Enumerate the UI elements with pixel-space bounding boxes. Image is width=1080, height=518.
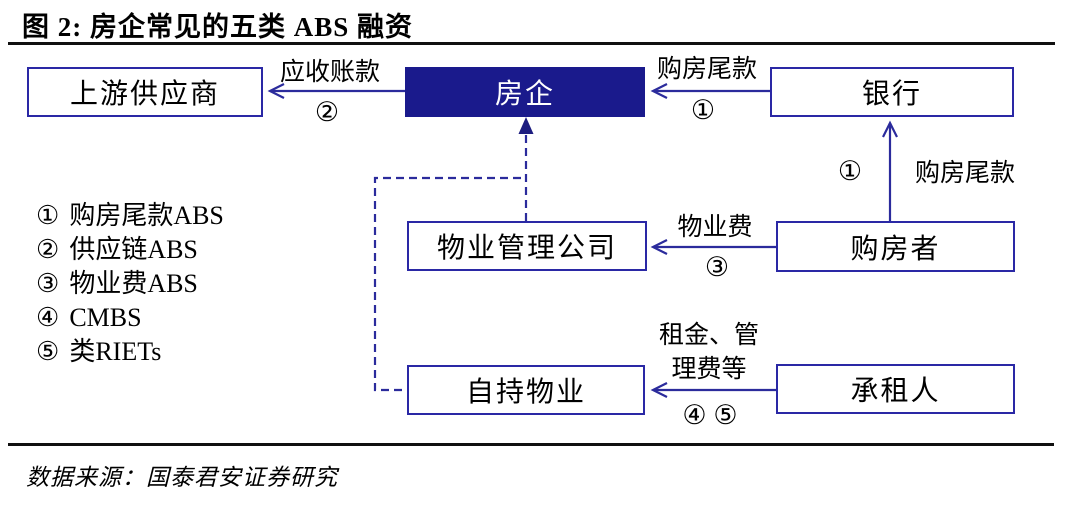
- legend-item-label: 购房尾款ABS: [69, 201, 224, 230]
- arrowhead-homebuyer-to-bank: [882, 120, 898, 138]
- node-bank: 银行: [770, 67, 1014, 117]
- node-supplier-label: 上游供应商: [69, 79, 220, 110]
- edge-label-tenant-to-selfheld-line1: 租金、管: [658, 322, 759, 349]
- arrowhead-into-developer: [518, 117, 534, 134]
- node-tenant-label: 承租人: [850, 376, 941, 407]
- legend-item: ④ CMBS: [36, 301, 224, 335]
- legend-item-label: 供应链ABS: [69, 235, 198, 264]
- edge-num-tenant-to-selfheld: ④ ⑤: [682, 400, 738, 430]
- source-note: 数据来源：国泰君安证券研究: [26, 465, 338, 490]
- node-homebuyer: 购房者: [776, 221, 1015, 272]
- node-developer-label: 房企: [494, 79, 555, 110]
- node-bank-label: 银行: [861, 79, 922, 110]
- edge-label-homebuyer-to-mgmt: 物业费: [677, 214, 753, 241]
- edge-label-tenant-to-selfheld-line2: 理费等: [671, 356, 747, 383]
- legend: ① 购房尾款ABS ② 供应链ABS ③ 物业费ABS ④ CMBS ⑤ 类RI…: [36, 199, 224, 369]
- arrowhead-tenant-to-selfheld: [650, 382, 668, 398]
- figure-title: 图 2: 房企常见的五类 ABS 融资: [22, 12, 414, 42]
- edge-num-homebuyer-to-bank: ①: [837, 156, 863, 186]
- node-self-held: 自持物业: [407, 365, 645, 415]
- legend-item-num: ⑤: [36, 337, 60, 366]
- legend-item-num: ③: [36, 269, 60, 298]
- legend-item-label: CMBS: [69, 303, 142, 332]
- arrowhead-bank-to-developer: [650, 83, 668, 99]
- arrowhead-homebuyer-to-mgmt: [650, 239, 668, 255]
- node-developer: 房企: [405, 67, 645, 117]
- legend-item-num: ④: [36, 303, 60, 332]
- arrowhead-developer-to-supplier: [267, 83, 285, 99]
- node-self-held-label: 自持物业: [465, 377, 586, 408]
- legend-item: ③ 物业费ABS: [36, 267, 224, 301]
- edge-num-homebuyer-to-mgmt: ③: [704, 252, 730, 282]
- edge-label-bank-to-developer: 购房尾款: [656, 56, 757, 83]
- edge-num-developer-to-supplier: ②: [314, 97, 340, 127]
- dashed-selfheld-to-developer: [373, 176, 521, 392]
- legend-item: ① 购房尾款ABS: [36, 199, 224, 233]
- legend-item-num: ①: [36, 201, 60, 230]
- legend-item-label: 类RIETs: [69, 337, 162, 366]
- edge-num-bank-to-developer: ①: [690, 95, 716, 125]
- legend-item: ② 供应链ABS: [36, 233, 224, 267]
- node-homebuyer-label: 购房者: [850, 233, 941, 265]
- footer-divider: [8, 443, 1054, 446]
- node-tenant: 承租人: [776, 364, 1015, 414]
- edge-label-homebuyer-to-bank: 购房尾款: [915, 160, 1016, 187]
- node-supplier: 上游供应商: [27, 67, 263, 117]
- title-divider: [8, 42, 1055, 45]
- legend-item-label: 物业费ABS: [69, 269, 198, 298]
- legend-item: ⑤ 类RIETs: [36, 335, 224, 369]
- edge-label-developer-to-supplier: 应收账款: [279, 59, 380, 86]
- legend-item-num: ②: [36, 235, 60, 264]
- node-property-mgmt: 物业管理公司: [407, 221, 647, 271]
- node-property-mgmt-label: 物业管理公司: [436, 233, 617, 264]
